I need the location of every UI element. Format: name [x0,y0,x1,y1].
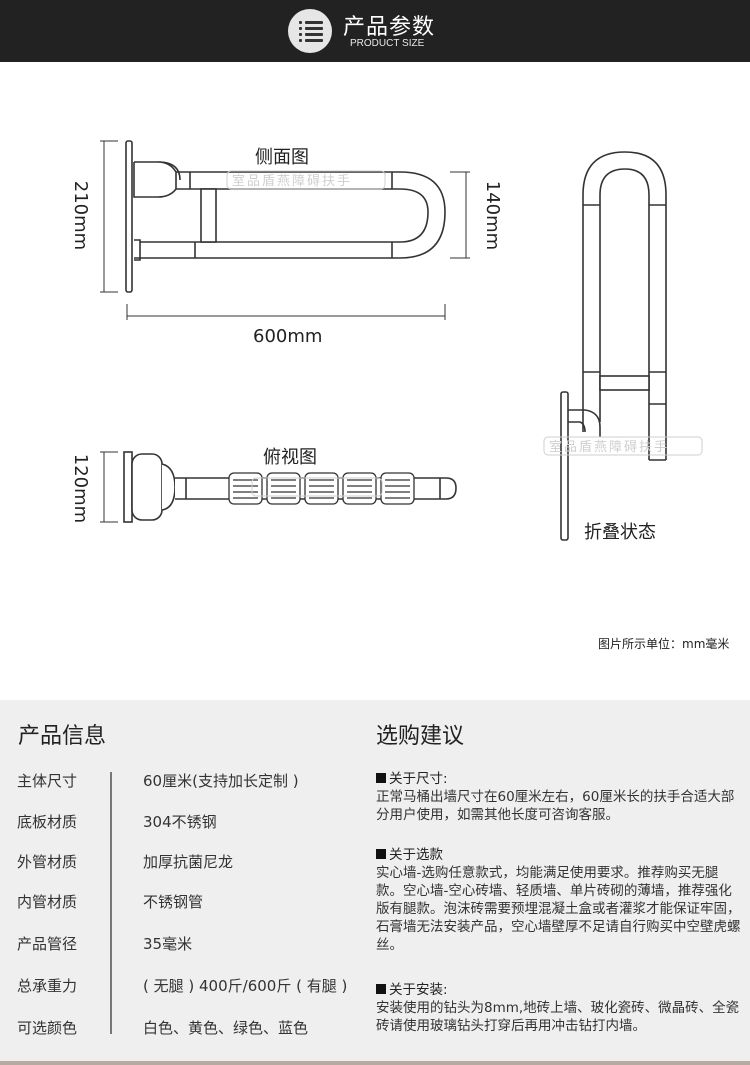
advice-body: 安装使用的钻头为8mm,地砖上墙、玻化瓷砖、微晶砖、全瓷砖请使用玻璃钻头打穿后再… [376,1000,740,1034]
watermark-text: 室品盾燕障碍扶手 [549,440,670,455]
spec-value: 60厘米(支持加长定制 ) [143,772,299,790]
advice-size: 关于尺寸: 正常马桶出墙尺寸在60厘米左右，60厘米长的扶手合适大部分用户使用，… [376,770,742,824]
advice-heading: 关于尺寸: [389,771,448,787]
square-bullet-icon [376,849,386,859]
side-view-label: 侧面图 [255,147,309,168]
spec-divider [110,772,112,1034]
advice-heading: 关于选款 [389,847,443,863]
watermark-text: 室品盾燕障碍扶手 [232,174,353,189]
spec-key: 底板材质 [17,813,78,831]
header-subtitle: PRODUCT SIZE [350,38,425,49]
length-dimension-label: 600mm [253,326,323,347]
spec-value: 白色、黄色、绿色、蓝色 [143,1019,309,1037]
spec-key: 外管材质 [17,853,78,871]
height-dimension-label: 210mm [70,180,92,251]
spec-key: 产品管径 [17,935,78,953]
bottom-divider [0,1061,750,1065]
product-info-title: 产品信息 [18,724,107,749]
spec-key: 可选颜色 [17,1019,78,1037]
square-bullet-icon [376,984,386,994]
inner-dimension-label: 140mm [482,180,504,251]
top-view-label: 俯视图 [263,447,317,468]
spec-key: 总承重力 [17,977,78,995]
spec-value: ( 无腿 ) 400斤/600斤 ( 有腿 ) [143,977,348,995]
square-bullet-icon [376,773,386,783]
unit-note: 图片所示单位：mm毫米 [598,637,730,651]
list-icon [288,9,332,53]
advice-body: 正常马桶出墙尺寸在60厘米左右，60厘米长的扶手合适大部分用户使用，如需其他长度… [376,789,735,823]
advice-install: 关于安装: 安装使用的钻头为8mm,地砖上墙、玻化瓷砖、微晶砖、全瓷砖请使用玻璃… [376,981,742,1035]
spec-value: 35毫米 [143,935,193,953]
spec-value: 不锈钢管 [143,893,204,911]
spec-key: 主体尺寸 [17,772,78,790]
rail-diagram [100,140,703,541]
advice-model: 关于选款 实心墙-选购任意款式，均能满足使用要求。推荐购买无腿款。空心墙-空心砖… [376,846,742,954]
advice-body: 实心墙-选购任意款式，均能满足使用要求。推荐购买无腿款。空心墙-空心砖墙、轻质墙… [376,865,741,953]
header-bar: 产品参数 PRODUCT SIZE [0,0,750,62]
advice-title: 选购建议 [376,724,465,749]
folded-state-label: 折叠状态 [584,522,656,543]
width-dimension-label: 120mm [70,453,92,524]
info-panel [0,700,750,1065]
spec-value: 304不锈钢 [143,813,217,831]
header-title: 产品参数 [343,15,436,40]
spec-value: 加厚抗菌尼龙 [143,853,234,871]
technical-drawing: 侧面图 210mm 140mm 600mm 俯视图 120mm 折叠状态 室品盾… [0,62,750,700]
advice-heading: 关于安装: [389,982,448,998]
spec-key: 内管材质 [17,893,78,911]
